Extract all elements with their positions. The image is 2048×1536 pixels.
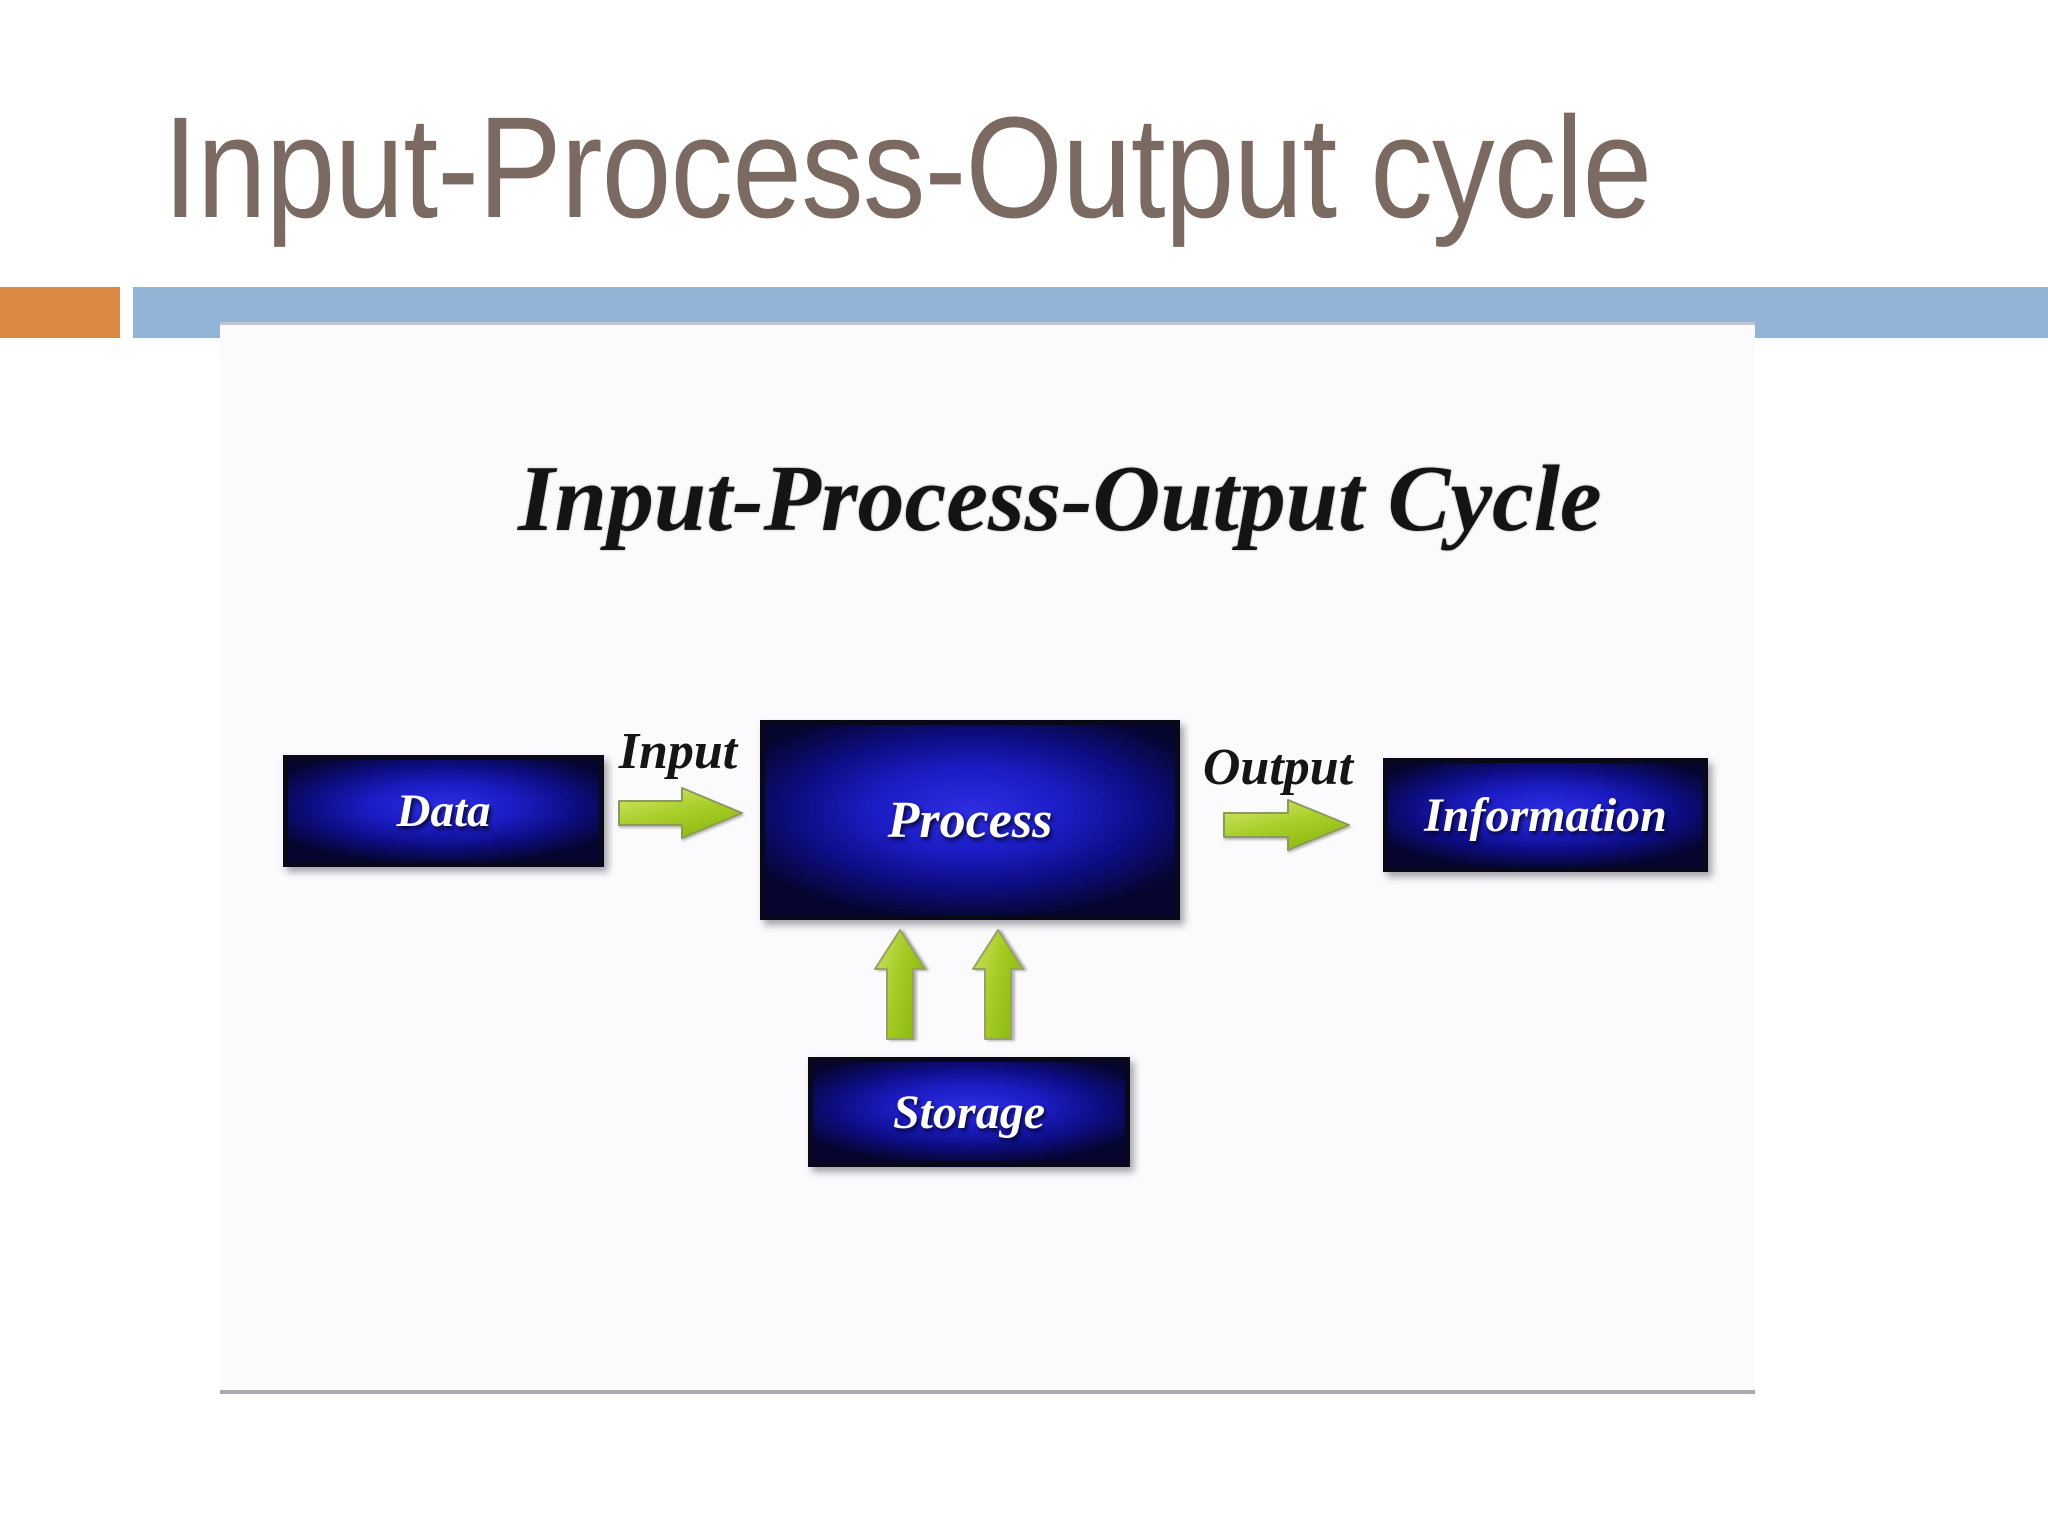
storage-arrow-right-icon <box>972 929 1024 1040</box>
input-arrow-icon <box>618 787 743 839</box>
information-box: Information <box>1383 758 1708 872</box>
input-edge-label: Input <box>618 723 738 780</box>
process-box-label: Process <box>887 791 1053 849</box>
diagram-title: Input-Process-Output Cycle <box>518 447 1602 551</box>
output-edge-label: Output <box>1202 739 1354 796</box>
process-box: Process <box>760 720 1180 920</box>
storage-arrow-left-icon <box>874 929 926 1040</box>
storage-box-label: Storage <box>892 1085 1045 1139</box>
orange-accent-bar <box>0 287 120 338</box>
data-box: Data <box>283 755 604 867</box>
output-arrow-icon <box>1223 799 1350 851</box>
storage-box: Storage <box>808 1057 1130 1167</box>
data-box-label: Data <box>396 785 491 837</box>
page-title: Input-Process-Output cycle <box>163 87 1652 248</box>
information-box-label: Information <box>1424 788 1667 842</box>
